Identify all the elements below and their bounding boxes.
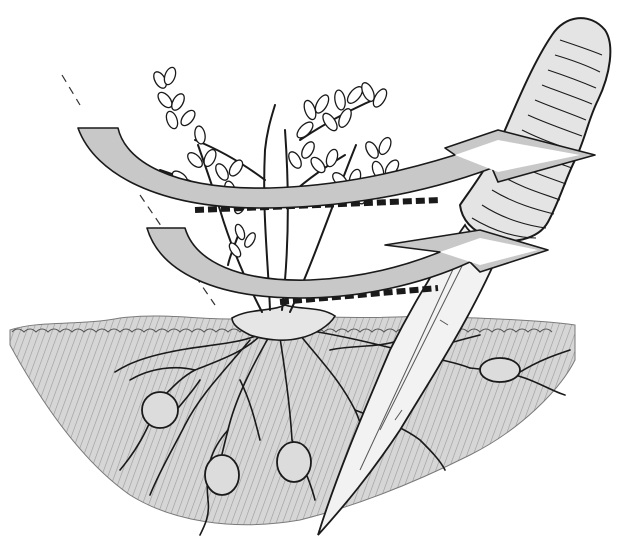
root-nodule-2 — [205, 455, 239, 495]
root-nodule-4 — [480, 358, 520, 382]
root-nodule-1 — [142, 392, 178, 428]
root-nodule-3 — [277, 442, 311, 482]
